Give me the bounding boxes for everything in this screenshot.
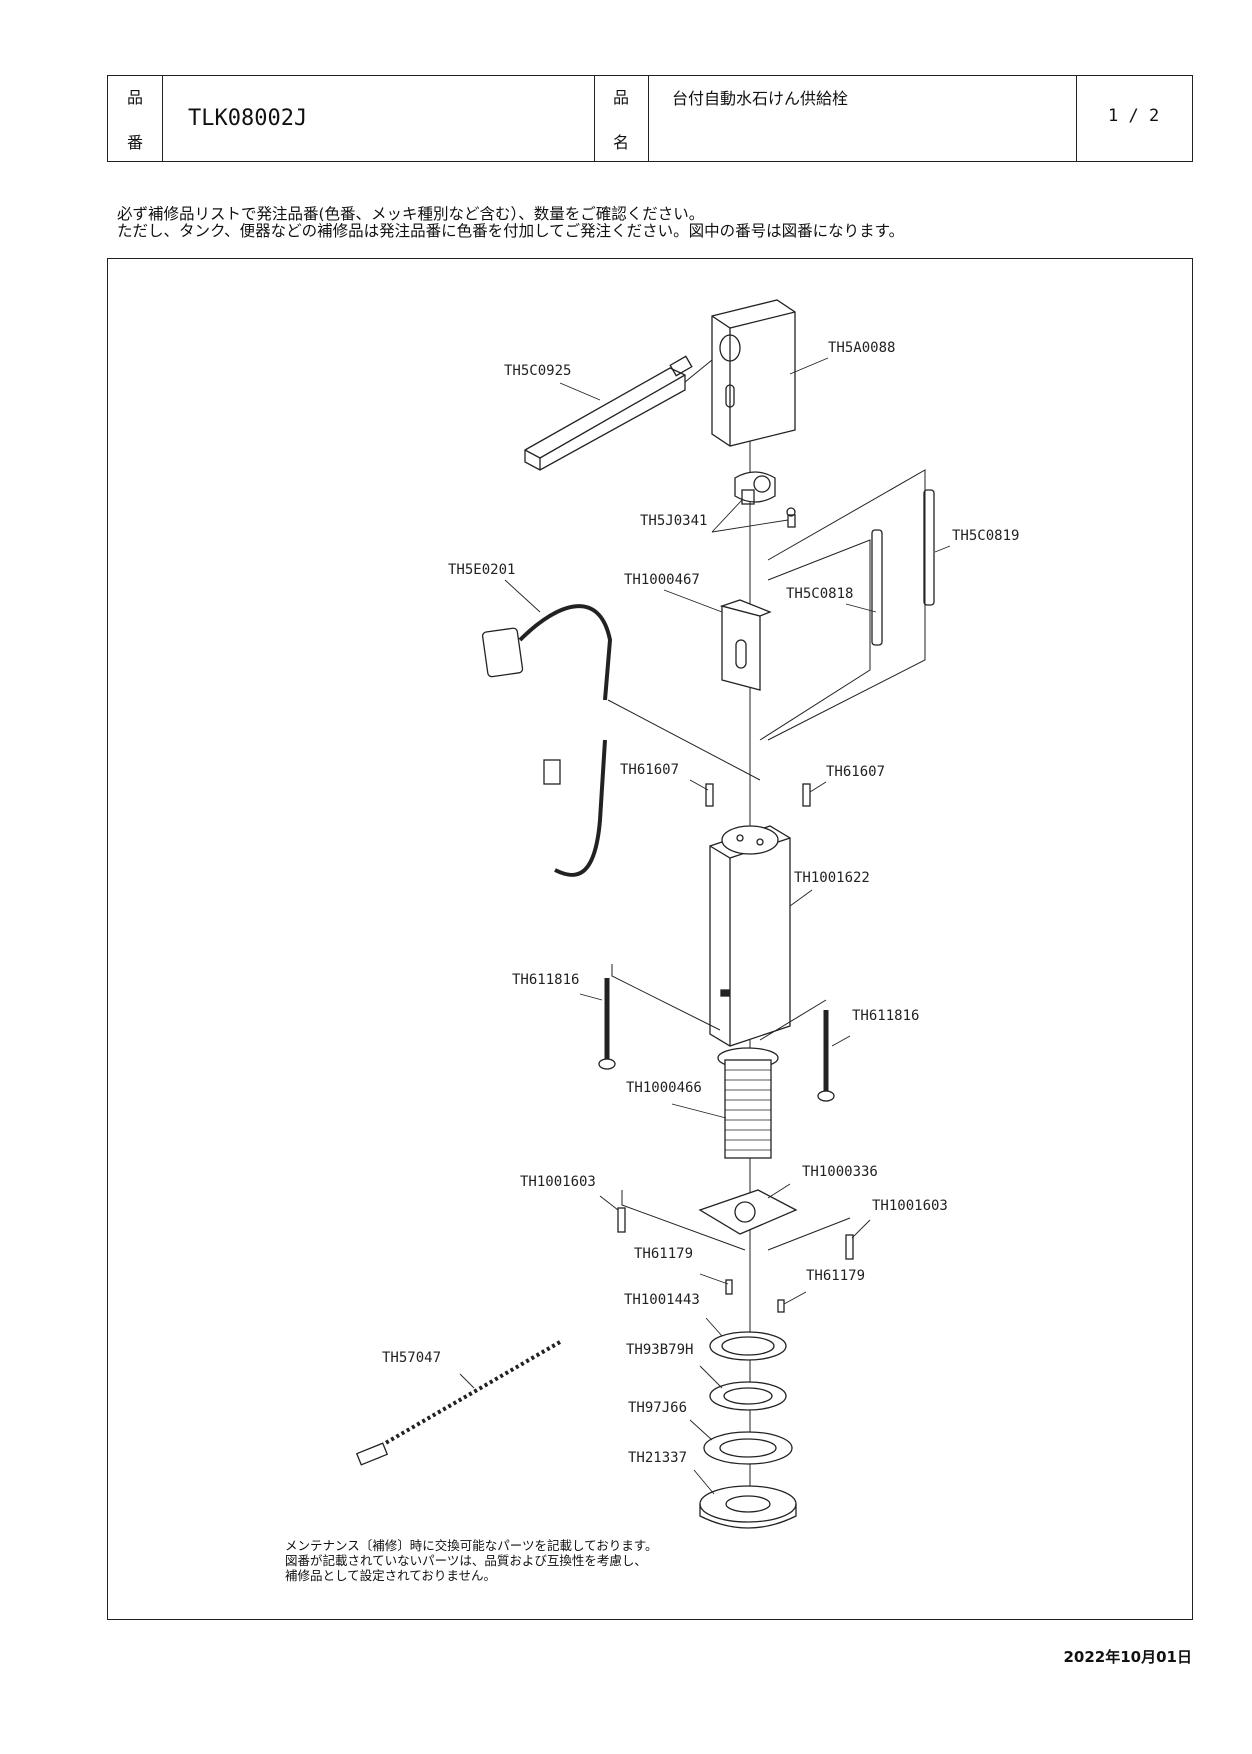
title-block: 品 番 TLK08002J 品 名 台付自動水石けん供給栓 1 / 2 xyxy=(107,75,1193,162)
part-label-th611816-left: TH611816 xyxy=(512,972,579,988)
order-note-line-2: ただし、タンク、便器などの補修品は発注品番に色番を付加してご発注ください。図中の… xyxy=(117,222,905,240)
long-bolt-left xyxy=(598,978,616,1070)
bead-chain-part xyxy=(355,1340,562,1466)
drawing-frame xyxy=(107,258,1193,1620)
part-label-th5c0818: TH5C0818 xyxy=(786,586,853,602)
maintenance-note: メンテナンス〔補修〕時に交換可能なパーツを記載しております。 図番が記載されてい… xyxy=(285,1538,658,1583)
part-label-th1000336: TH1000336 xyxy=(802,1164,878,1180)
hinban-label-cell: 品 番 xyxy=(108,76,163,161)
part-label-th1001622: TH1001622 xyxy=(794,870,870,886)
product-code: TLK08002J xyxy=(188,106,308,131)
part-label-th611816-right: TH611816 xyxy=(852,1008,919,1024)
part-label-th93b79h: TH93B79H xyxy=(626,1342,693,1358)
order-notes: 必ず補修品リストで発注品番(色番、メッキ種別など含む）、数量をご確認ください。 … xyxy=(117,206,904,240)
product-name: 台付自動水石けん供給栓 xyxy=(672,89,849,108)
small-screw-right xyxy=(777,1299,785,1313)
part-label-th97j66: TH97J66 xyxy=(628,1400,687,1416)
part-label-th5j0341: TH5J0341 xyxy=(640,513,707,529)
maintenance-note-line-2: 図番が記載されていないパーツは、品質および互換性を考慮し、 xyxy=(285,1553,647,1568)
leader-lines xyxy=(459,357,951,1495)
cable-part xyxy=(481,604,761,877)
screw-left xyxy=(705,783,714,807)
bracket-part xyxy=(719,599,772,691)
sensor-head-part xyxy=(711,299,796,447)
maintenance-note-line-1: メンテナンス〔補修〕時に交換可能なパーツを記載しております。 xyxy=(285,1538,658,1553)
hinmei-label-1: 品 xyxy=(612,88,629,107)
part-label-th5c0925: TH5C0925 xyxy=(504,363,571,379)
part-label-th5a0088: TH5A0088 xyxy=(828,340,895,356)
main-body-part xyxy=(709,825,791,1047)
long-bolt-right xyxy=(817,1010,835,1102)
product-name-cell: 台付自動水石けん供給栓 xyxy=(648,76,1077,161)
plate-screw-right xyxy=(845,1234,854,1260)
clamp-part xyxy=(734,471,796,528)
lock-nut-th21337 xyxy=(699,1485,797,1529)
part-label-th61179-right: TH61179 xyxy=(806,1268,865,1284)
hinmei-label-2: 名 xyxy=(612,133,629,152)
hinban-label-1: 品 xyxy=(126,88,143,107)
washer-th93b79h xyxy=(709,1381,787,1411)
part-label-th61607-right: TH61607 xyxy=(826,764,885,780)
part-label-th61607-left: TH61607 xyxy=(620,762,679,778)
small-screw-left xyxy=(725,1279,733,1295)
washer-th1001443 xyxy=(709,1331,787,1361)
part-label-th5c0819: TH5C0819 xyxy=(952,528,1019,544)
part-label-th5e0201: TH5E0201 xyxy=(448,562,515,578)
part-label-th61179-left: TH61179 xyxy=(634,1246,693,1262)
plate-screw-left xyxy=(617,1207,626,1233)
product-code-cell: TLK08002J xyxy=(162,76,595,161)
hinban-label-2: 番 xyxy=(126,133,143,152)
mounting-plate-part xyxy=(698,1189,798,1235)
page-indicator: 1 / 2 xyxy=(1108,106,1160,126)
part-label-th57047: TH57047 xyxy=(382,1350,441,1366)
maintenance-note-line-3: 補修品として設定されておりません。 xyxy=(285,1568,497,1583)
order-note-line-1: 必ず補修品リストで発注品番(色番、メッキ種別など含む）、数量をご確認ください。 xyxy=(117,205,705,223)
tube-parts xyxy=(759,469,935,741)
hinmei-label-cell: 品 名 xyxy=(594,76,649,161)
threaded-shank-part xyxy=(717,1047,779,1159)
part-label-th21337: TH21337 xyxy=(628,1450,687,1466)
part-label-th1000467: TH1000467 xyxy=(624,572,700,588)
part-label-th1001603-right: TH1001603 xyxy=(872,1198,948,1214)
spout-part xyxy=(524,355,713,471)
ring-th97j66 xyxy=(703,1431,793,1465)
issue-date: 2022年10月01日 xyxy=(1063,1648,1193,1666)
screw-right xyxy=(802,783,811,807)
part-label-th1000466: TH1000466 xyxy=(626,1080,702,1096)
part-label-th1001443: TH1001443 xyxy=(624,1292,700,1308)
part-label-th1001603-left: TH1001603 xyxy=(520,1174,596,1190)
